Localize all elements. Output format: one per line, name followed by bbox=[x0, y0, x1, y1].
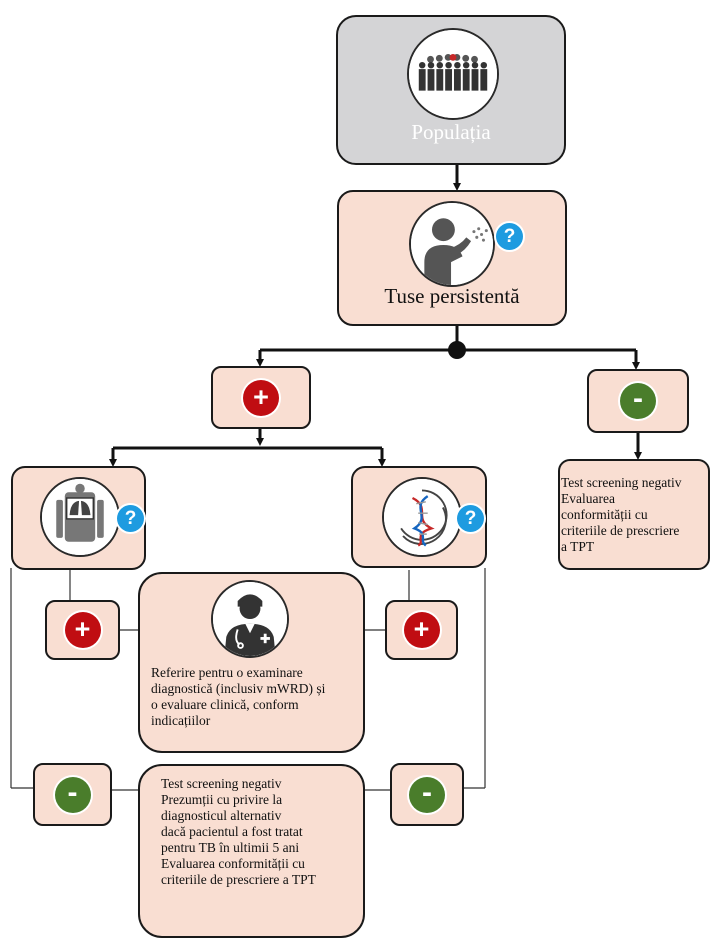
chest-xray-node: ? bbox=[11, 466, 146, 570]
minus-icon: - bbox=[409, 776, 445, 813]
question-icon: ? bbox=[457, 505, 484, 532]
molecular-negative-node: - bbox=[390, 763, 464, 826]
minus-icon: - bbox=[54, 776, 91, 813]
negative-result-text: Test screening negativ Evaluarea conform… bbox=[561, 475, 682, 554]
minus-icon: - bbox=[620, 383, 656, 419]
xray-negative-node: - bbox=[33, 763, 112, 826]
plus-icon: + bbox=[243, 379, 279, 416]
question-icon: ? bbox=[496, 223, 523, 250]
chest-xray-icon bbox=[40, 477, 120, 557]
molecular-positive-node: + bbox=[385, 600, 458, 660]
negative-tpt-text: Test screening negativ Prezumții cu priv… bbox=[161, 776, 316, 887]
referral-text: Referire pentru o examinare diagnostică … bbox=[151, 665, 326, 728]
dna-test-icon bbox=[382, 477, 462, 557]
doctor-icon bbox=[211, 580, 289, 658]
split-junction-dot bbox=[448, 341, 466, 359]
plus-icon: + bbox=[64, 612, 101, 648]
persistent-cough-label: Tuse persistentă bbox=[384, 284, 520, 308]
xray-positive-node: + bbox=[45, 600, 120, 660]
molecular-test-node: ? bbox=[351, 466, 487, 568]
negative-result-node: Test screening negativ Evaluarea conform… bbox=[558, 459, 710, 570]
cough-positive-node: + bbox=[211, 366, 311, 429]
cough-negative-node: - bbox=[587, 369, 689, 433]
plus-icon: + bbox=[403, 612, 440, 648]
crowd-icon bbox=[407, 28, 499, 120]
population-label: Populația bbox=[411, 120, 491, 144]
persistent-cough-node: ? Tuse persistentă bbox=[337, 190, 567, 326]
negative-tpt-node: Test screening negativ Prezumții cu priv… bbox=[138, 764, 365, 938]
question-icon: ? bbox=[117, 505, 144, 532]
referral-node: Referire pentru o examinare diagnostică … bbox=[138, 572, 365, 753]
coughing-person-icon bbox=[409, 201, 495, 287]
population-node: Populația bbox=[336, 15, 566, 165]
